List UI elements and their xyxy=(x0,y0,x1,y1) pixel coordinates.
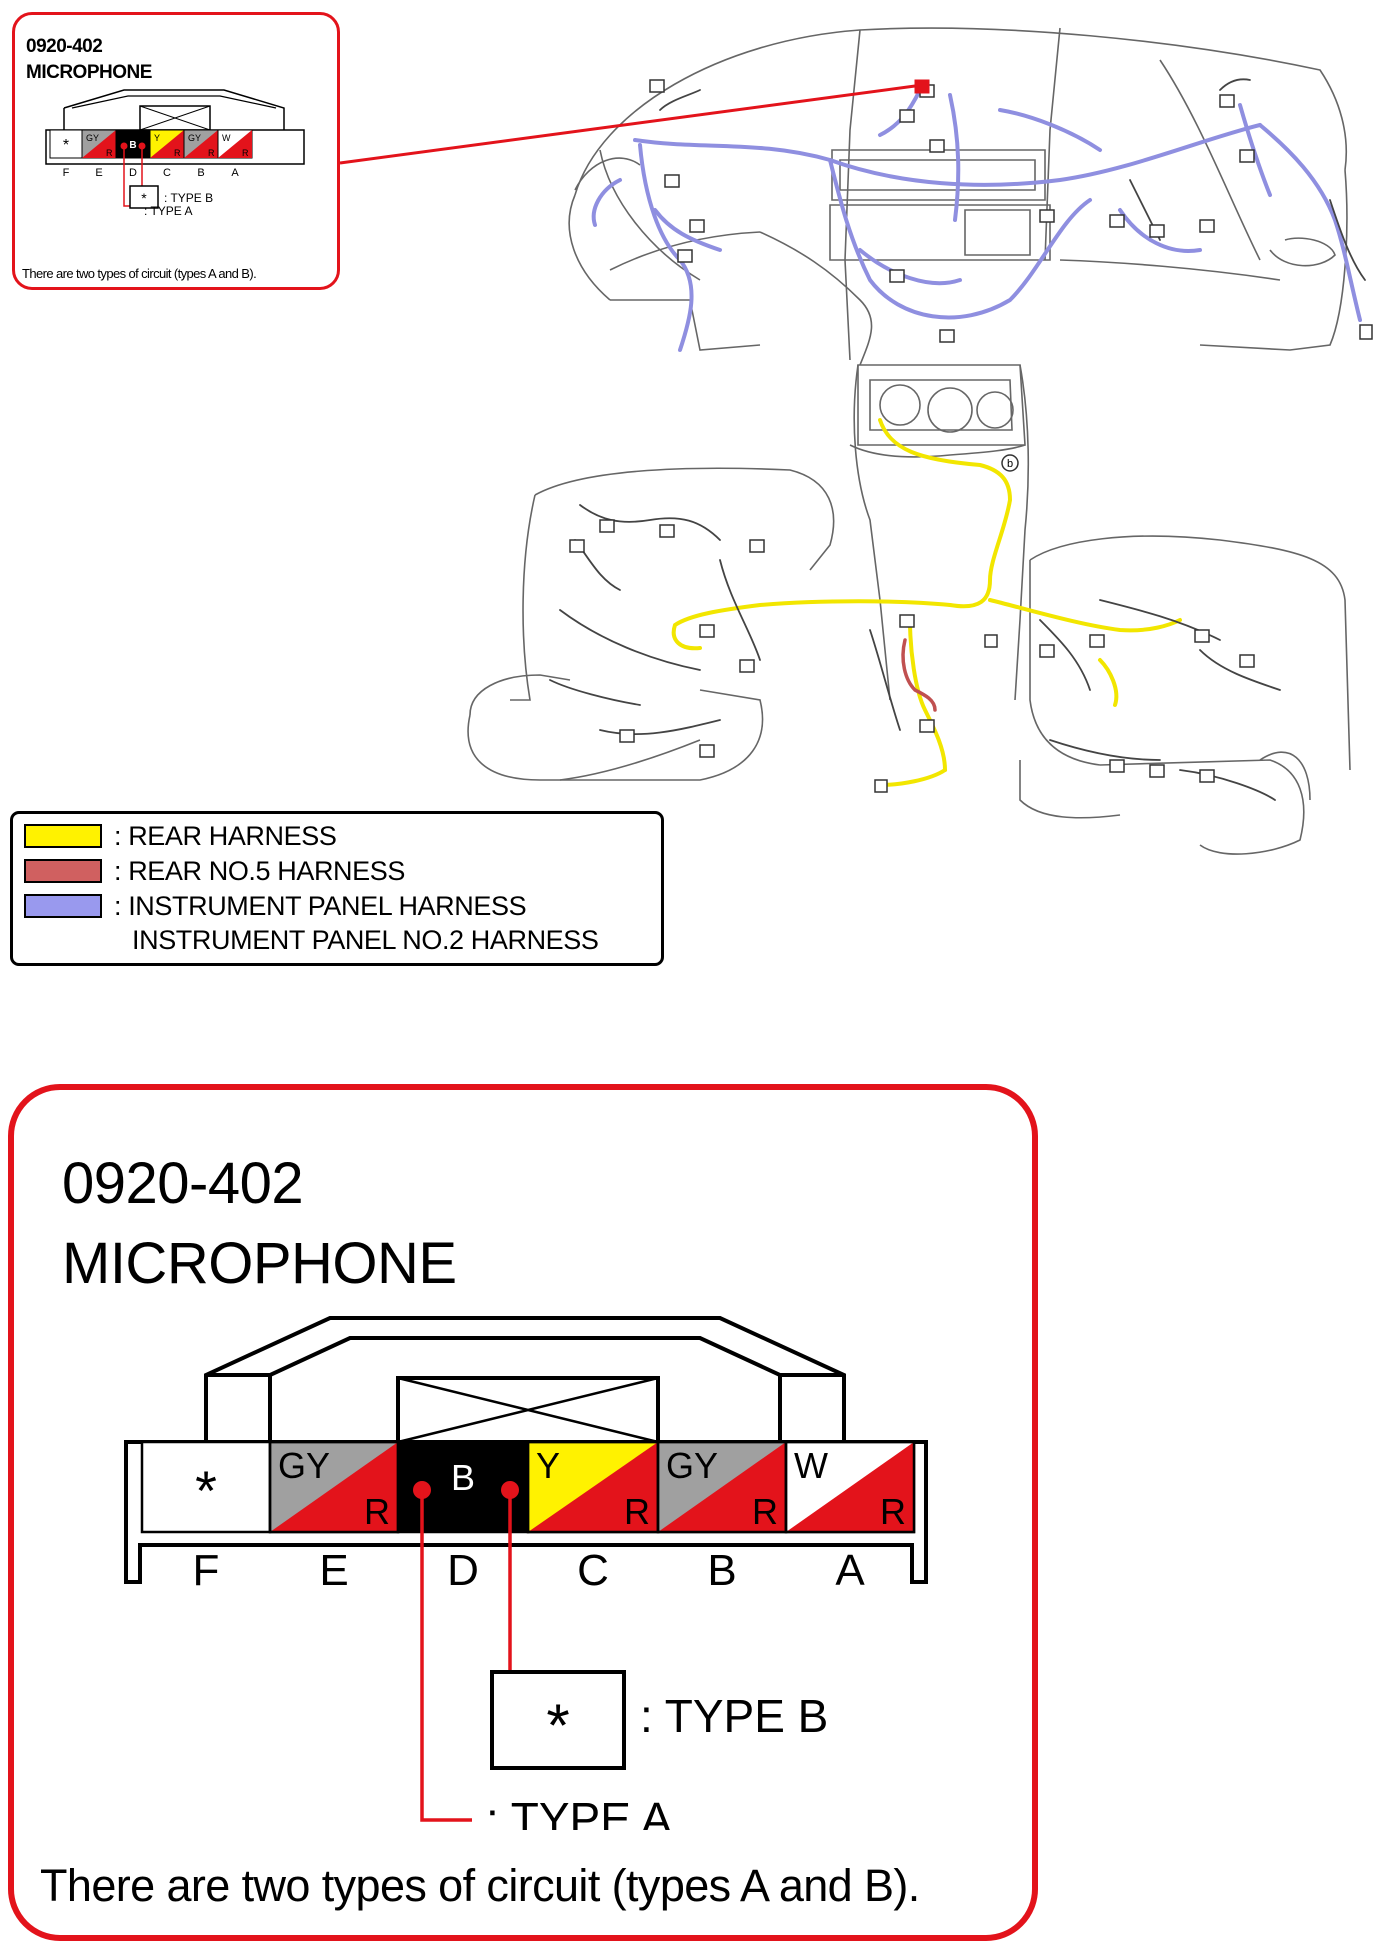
pin-f-symbol: * xyxy=(195,1459,217,1522)
legend-label: : REAR HARNESS xyxy=(114,820,337,851)
pin-b-color-top: GY xyxy=(666,1445,718,1486)
legend-label: : INSTRUMENT PANEL HARNESS xyxy=(114,890,527,921)
legend-label: INSTRUMENT PANEL NO.2 HARNESS xyxy=(132,924,599,955)
legend-swatch-blue xyxy=(24,894,102,918)
svg-text:W: W xyxy=(222,133,231,143)
svg-text:F: F xyxy=(63,167,70,179)
pin-a-color-bottom: R xyxy=(880,1491,906,1532)
connector-code: 0920-402 xyxy=(62,1151,304,1216)
pin-d-color-top: B xyxy=(451,1457,475,1498)
pin-c-stripe xyxy=(528,1442,658,1532)
pin-e-color-bottom: R xyxy=(364,1491,390,1532)
pin-letter-a: A xyxy=(835,1546,865,1595)
type-b-label: : TYPE B xyxy=(640,1690,828,1742)
pin-c-color-bottom: R xyxy=(624,1491,650,1532)
vehicle-wiring-diagram: b xyxy=(339,27,1373,855)
type-b-symbol: * xyxy=(546,1692,569,1759)
pin-e-color-top: GY xyxy=(278,1445,330,1486)
legend-item-instrument-panel-harness: : INSTRUMENT PANEL HARNESS xyxy=(24,890,527,922)
pin-letter-c: C xyxy=(577,1546,609,1595)
pin-c-color-top: Y xyxy=(536,1445,560,1486)
locator-marker-circle xyxy=(1001,454,1019,472)
pin-a-color-top: W xyxy=(794,1445,828,1486)
pin-f-cell xyxy=(140,1440,272,1534)
connector-drawing-small: * GYR B YR GYR WR * F E D C B A : TYPE B… xyxy=(45,89,305,218)
legend-item-rear-harness: : REAR HARNESS xyxy=(24,820,337,852)
svg-text:E: E xyxy=(95,167,102,179)
pin-b-stripe xyxy=(658,1442,786,1532)
svg-text:GY: GY xyxy=(188,133,201,143)
connector-latch-outline xyxy=(204,1316,846,1442)
svg-text:R: R xyxy=(106,148,113,158)
legend-item-instrument-panel-no2-harness: INSTRUMENT PANEL NO.2 HARNESS xyxy=(132,924,599,956)
type-a-wire xyxy=(420,1490,472,1822)
circuit-note: There are two types of circuit (types A … xyxy=(40,1860,920,1911)
svg-text:B: B xyxy=(197,167,204,179)
connector-blocks xyxy=(569,79,1373,793)
connector-drawing: * GY R B Y R GY R W R F E D C B A * : TY… xyxy=(124,1316,928,1830)
legend-item-rear-no5-harness: : REAR NO.5 HARNESS xyxy=(24,855,405,887)
svg-text:*: * xyxy=(63,137,69,154)
locator-marker-letter: b xyxy=(1007,458,1013,470)
type-a-label: : TYPE A xyxy=(486,1793,672,1830)
svg-text:GY: GY xyxy=(86,133,99,143)
pin-e-stripe xyxy=(270,1442,398,1532)
svg-text:C: C xyxy=(163,167,171,179)
svg-text:: TYPE B: : TYPE B xyxy=(164,191,213,205)
svg-text:Y: Y xyxy=(154,133,160,143)
legend-swatch-yellow xyxy=(24,824,102,848)
svg-text:A: A xyxy=(231,167,239,179)
microphone-location-marker xyxy=(914,79,930,94)
connector-name-small: MICROPHONE xyxy=(26,62,152,83)
connector-code-small: 0920-402 xyxy=(26,36,103,57)
svg-text:: TYPE A: : TYPE A xyxy=(144,204,192,218)
svg-text:B: B xyxy=(129,140,136,151)
svg-text:*: * xyxy=(141,190,147,206)
svg-text:R: R xyxy=(208,148,215,158)
svg-text:R: R xyxy=(174,148,181,158)
type-b-box xyxy=(490,1670,626,1770)
pin-b-color-bottom: R xyxy=(752,1491,778,1532)
svg-text:R: R xyxy=(242,148,249,158)
legend-label: : REAR NO.5 HARNESS xyxy=(114,855,405,886)
pin-a-stripe xyxy=(786,1442,914,1532)
connector-name: MICROPHONE xyxy=(62,1231,457,1296)
leader-line xyxy=(339,84,916,165)
pin-letter-e: E xyxy=(319,1546,348,1595)
svg-text:D: D xyxy=(129,167,137,179)
pin-letter-d: D xyxy=(447,1546,479,1595)
pin-letter-b: B xyxy=(707,1546,736,1595)
dashboard-outline xyxy=(467,27,1351,855)
circuit-note-small: There are two types of circuit (types A … xyxy=(22,266,257,281)
instrument-panel-harness xyxy=(591,88,1362,352)
legend-swatch-red xyxy=(24,859,102,883)
rear-no5-harness xyxy=(901,638,937,712)
pin-letter-f: F xyxy=(193,1546,220,1595)
harness-legend xyxy=(10,811,664,966)
